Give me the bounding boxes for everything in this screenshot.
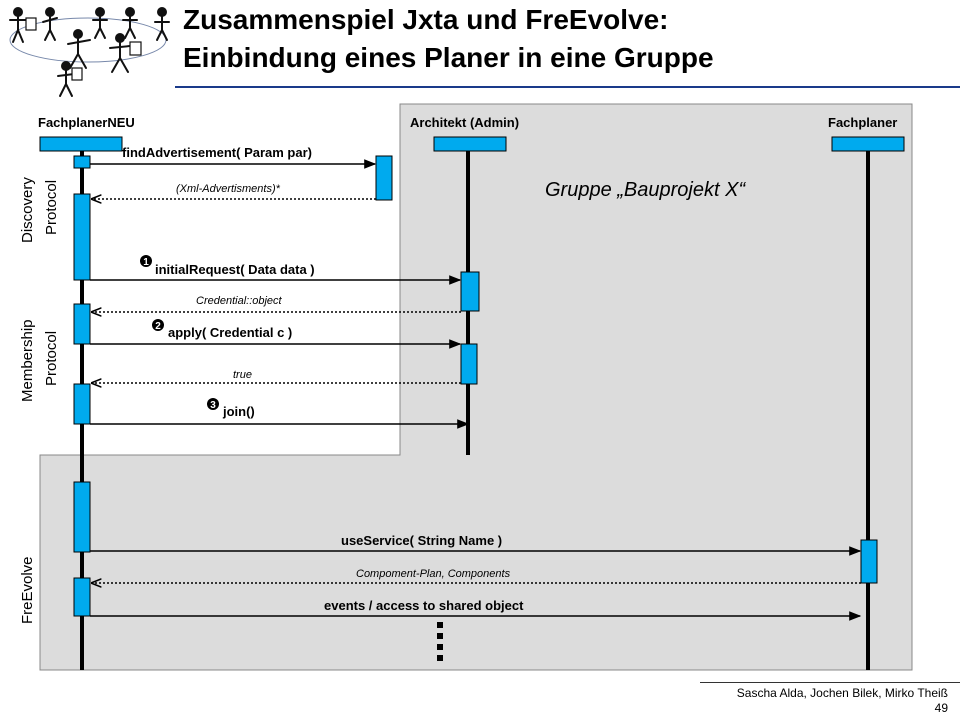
footer-authors: Sascha Alda, Jochen Bilek, Mirko Theiß (736, 686, 948, 700)
lifeline-head-fachplanerneu (39, 136, 123, 152)
message-label: apply( Credential c ) (168, 325, 292, 340)
message-label: events / access to shared object (324, 598, 524, 613)
message-label: Credential::object (196, 295, 283, 307)
message-label: useService( String Name ) (341, 533, 502, 548)
activation-bar (73, 193, 91, 281)
svg-text:3: 3 (210, 400, 216, 411)
message-label: Compoment-Plan, Components (356, 568, 511, 580)
title-divider (175, 86, 960, 88)
message-label: true (233, 369, 252, 381)
lifeline-head-fachplaner (831, 136, 905, 152)
activation-bar (73, 303, 91, 345)
continuation-ellipsis (437, 622, 443, 661)
step-badge-3: 3 (207, 398, 219, 411)
message-label: findAdvertisement( Param par) (122, 145, 312, 160)
activation-bar (73, 577, 91, 617)
stick-figures-group-logo (9, 7, 170, 97)
activation-bar (860, 539, 878, 584)
svg-text:1: 1 (143, 257, 149, 268)
activation-bar (73, 155, 91, 169)
lifeline-label-fachplanerneu: FachplanerNEU (38, 115, 135, 130)
section-label-discovery: Discovery (19, 177, 36, 243)
activation-bar (460, 343, 478, 385)
message-label: (Xml-Advertisments)* (176, 183, 281, 195)
message-label: join() (222, 404, 255, 419)
activation-bar (375, 155, 393, 201)
footer-divider (700, 682, 960, 683)
section-label-discovery: Protocol (43, 180, 60, 235)
group-label: Gruppe „Bauprojekt X“ (545, 179, 746, 201)
activation-bar (73, 481, 91, 553)
step-badge-2: 2 (152, 319, 164, 332)
page-number: 49 (934, 701, 948, 715)
lifeline-head-architekt (433, 136, 507, 152)
svg-text:2: 2 (155, 321, 161, 332)
group-region (39, 103, 913, 671)
section-label-membership: Membership (19, 319, 36, 402)
page-title-line-2: Einbindung eines Planer in eine Gruppe (183, 42, 714, 73)
section-label-freevolve: FreEvolve (19, 556, 36, 624)
step-badge-1: 1 (140, 255, 152, 268)
activation-bar (73, 383, 91, 425)
lifeline-label-fachplaner: Fachplaner (828, 115, 897, 130)
activation-bar (460, 271, 480, 312)
message-label: initialRequest( Data data ) (155, 262, 315, 277)
lifeline-label-architekt: Architekt (Admin) (410, 115, 519, 130)
section-label-membership: Protocol (43, 331, 60, 386)
page-title-line-1: Zusammenspiel Jxta und FreEvolve: (183, 4, 669, 35)
